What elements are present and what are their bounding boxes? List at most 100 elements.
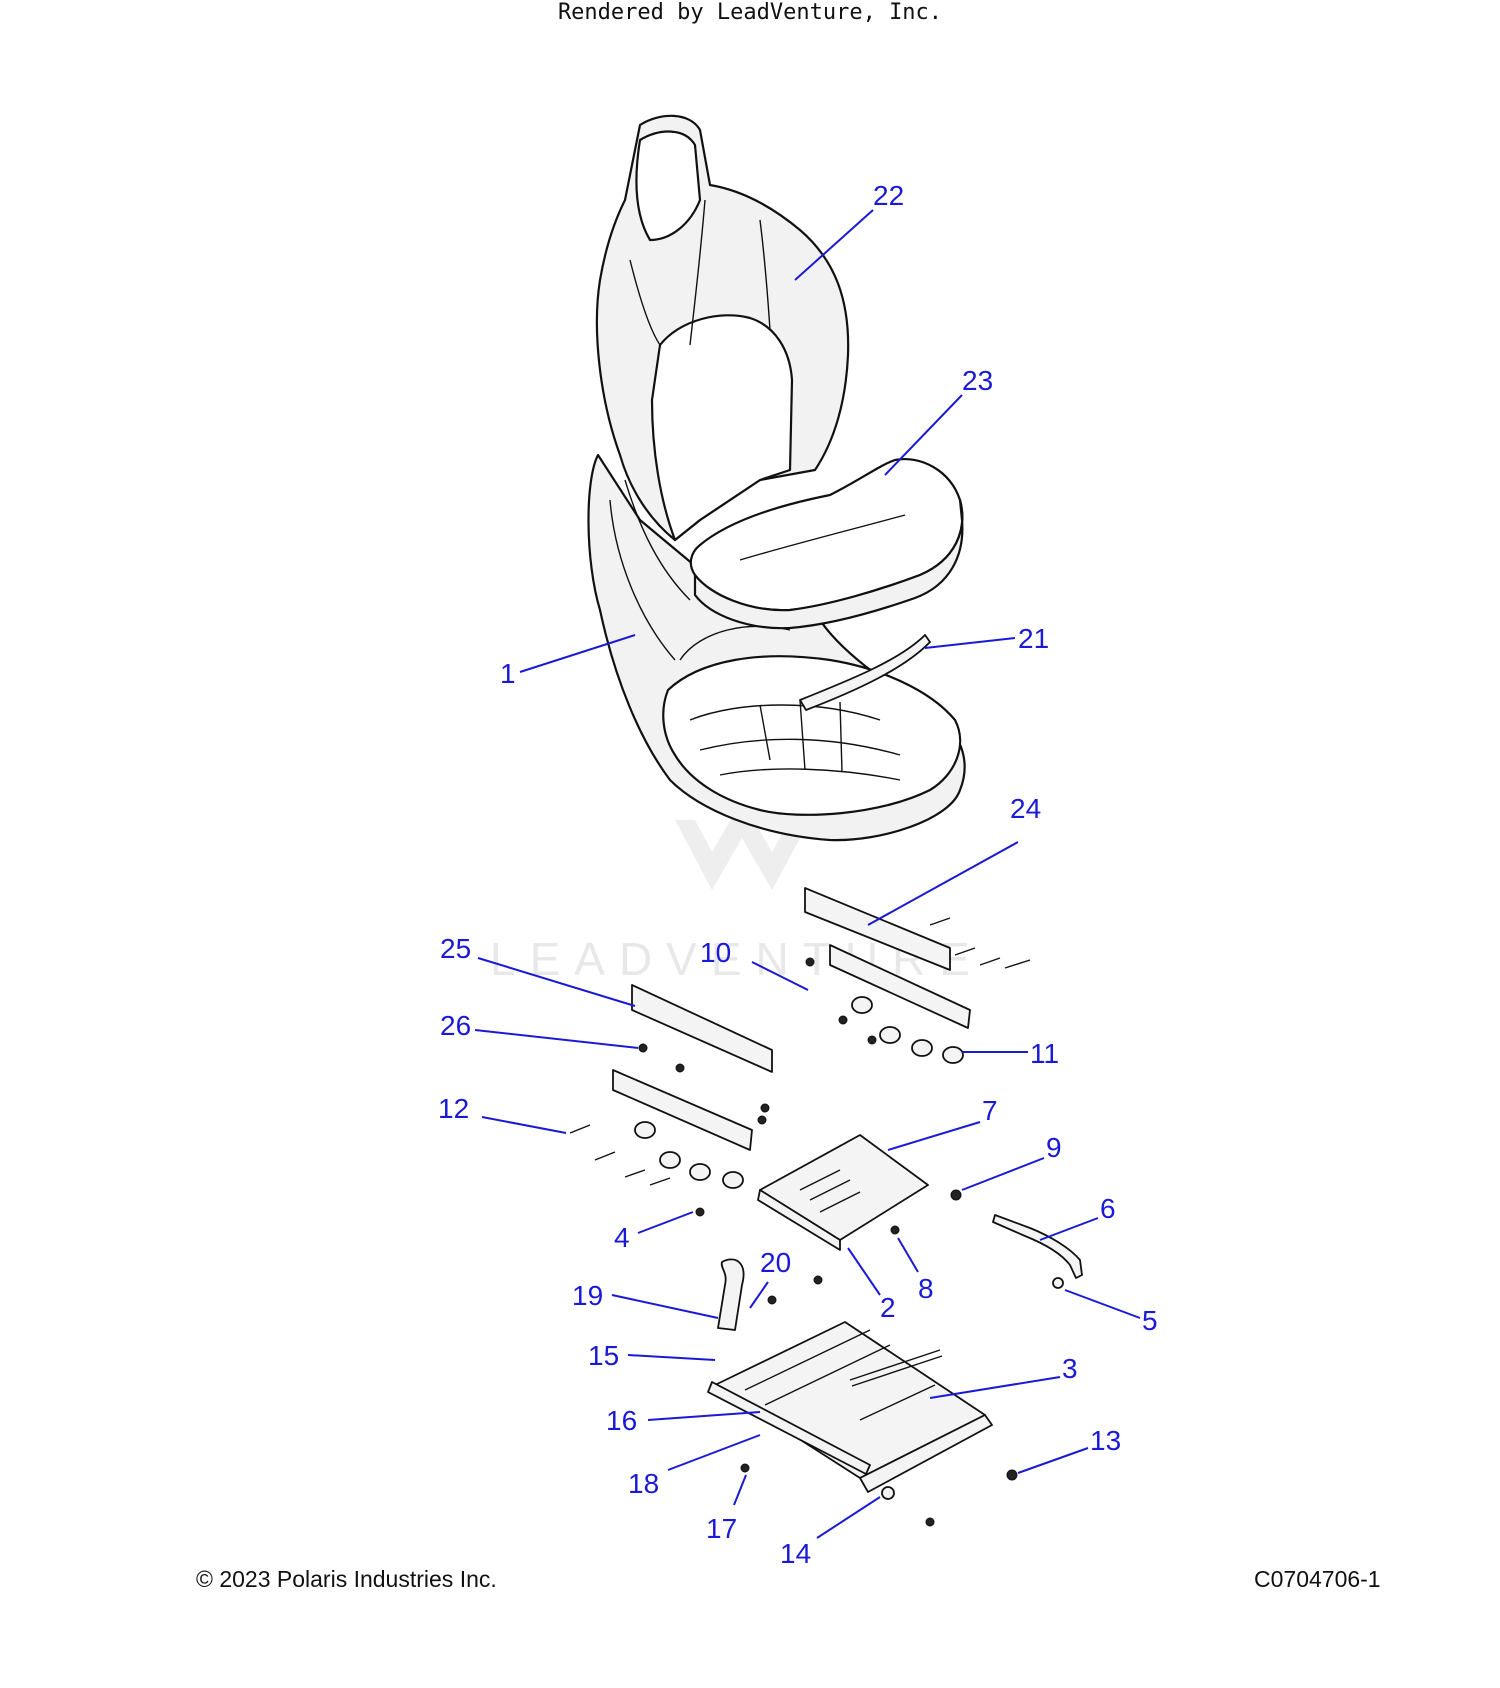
callout-19: 19 — [572, 1280, 603, 1311]
seat-assembly — [587, 114, 966, 842]
screw — [890, 1225, 900, 1235]
leader-12 — [481, 1116, 567, 1134]
pan-rib — [699, 738, 901, 756]
slide-plate-group — [695, 1134, 1083, 1289]
rendered-by-credit: Rendered by LeadVenture, Inc. — [557, 0, 943, 25]
leader-21 — [924, 637, 1016, 649]
bushing — [634, 1121, 656, 1139]
pan-rib — [719, 768, 901, 781]
callout-labels: 1 2 3 4 5 6 7 8 9 10 11 12 13 14 15 16 1… — [438, 180, 1158, 1569]
nut — [757, 1115, 767, 1125]
bushing — [722, 1171, 744, 1189]
cushion-front-face — [693, 498, 964, 630]
callout-20: 20 — [760, 1247, 791, 1278]
leader-24 — [867, 841, 1019, 926]
nut — [760, 1103, 770, 1113]
nut — [805, 957, 815, 967]
backrest-seam — [759, 219, 771, 331]
nut — [867, 1035, 877, 1045]
leader-4 — [637, 1211, 694, 1234]
screw — [695, 1207, 705, 1217]
strap-bracket — [799, 634, 931, 711]
bushings — [634, 996, 964, 1189]
callout-15: 15 — [588, 1340, 619, 1371]
rail-detail — [744, 1329, 936, 1421]
leader-17 — [733, 1474, 747, 1506]
callout-21: 21 — [1018, 623, 1049, 654]
bracket-rail-right — [829, 944, 971, 1029]
callout-5: 5 — [1142, 1305, 1158, 1336]
shell-edge — [624, 479, 691, 601]
pan-rib — [759, 699, 843, 773]
leader-15 — [627, 1354, 716, 1361]
bushing — [659, 1151, 681, 1169]
leader-16 — [647, 1411, 761, 1421]
bushing — [689, 1163, 711, 1181]
backrest-center-panel — [650, 314, 794, 542]
mount-brackets — [569, 887, 1031, 1189]
nut — [638, 1043, 648, 1053]
leader-3 — [929, 1376, 1061, 1399]
leader-5 — [1064, 1289, 1141, 1319]
callout-11: 11 — [1030, 1038, 1059, 1069]
bushing — [942, 1046, 964, 1064]
leader-13 — [1017, 1447, 1089, 1474]
callout-8: 8 — [918, 1273, 934, 1304]
nut — [925, 1517, 935, 1527]
leader-23 — [884, 394, 963, 476]
seat-belt-buckle-strap — [717, 1258, 745, 1331]
callout-10: 10 — [700, 937, 731, 968]
nut — [675, 1063, 685, 1073]
leader-6 — [1039, 1217, 1099, 1241]
callout-12: 12 — [438, 1093, 469, 1124]
spring — [950, 1189, 962, 1201]
callout-26: 26 — [440, 1010, 471, 1041]
leader-14 — [816, 1496, 881, 1539]
rail-tube — [707, 1381, 871, 1475]
leader-9 — [961, 1157, 1045, 1191]
callout-24: 24 — [1010, 793, 1041, 824]
slide-plate-slots — [799, 1169, 861, 1213]
callout-23: 23 — [962, 365, 993, 396]
bolt — [1006, 1469, 1018, 1481]
headrest-panel — [635, 130, 702, 242]
seat-base-pan — [662, 655, 962, 816]
screw — [767, 1295, 777, 1305]
callout-18: 18 — [628, 1468, 659, 1499]
slide-plate-flange — [757, 1189, 841, 1251]
callout-4: 4 — [614, 1222, 630, 1253]
bracket-upper-right — [804, 887, 951, 971]
callout-17: 17 — [706, 1513, 737, 1544]
leader-7 — [887, 1121, 981, 1151]
screw — [813, 1275, 823, 1285]
backrest-seam — [629, 259, 661, 346]
callout-22: 22 — [873, 180, 904, 211]
bracket-rail-left — [612, 1069, 753, 1151]
callout-7: 7 — [982, 1095, 998, 1126]
rail-side — [859, 1414, 993, 1493]
lever-pivot — [881, 1486, 895, 1500]
leader-19 — [611, 1294, 719, 1319]
bushing — [851, 996, 873, 1014]
leader-lines — [474, 209, 1141, 1539]
bolt — [569, 1124, 671, 1186]
shell-edge — [609, 499, 676, 661]
slider-rail-group — [707, 1258, 1018, 1527]
leader-26 — [474, 1029, 639, 1049]
backrest-seam — [689, 199, 706, 346]
nut — [740, 1463, 750, 1473]
leader-20 — [749, 1281, 769, 1309]
leader-22 — [794, 209, 874, 281]
bolt — [929, 917, 1031, 969]
watermark-logo-icon — [675, 800, 810, 890]
leader-8 — [897, 1237, 919, 1273]
lever-knob — [1052, 1277, 1064, 1289]
bolts — [569, 917, 1031, 1186]
leader-2 — [847, 1247, 881, 1296]
copyright-notice: © 2023 Polaris Industries Inc. — [196, 1566, 497, 1592]
callout-16: 16 — [606, 1405, 637, 1436]
diagram-id: C0704706-1 — [1254, 1566, 1381, 1592]
pan-rib — [689, 704, 881, 721]
cushion-seam — [739, 514, 906, 561]
